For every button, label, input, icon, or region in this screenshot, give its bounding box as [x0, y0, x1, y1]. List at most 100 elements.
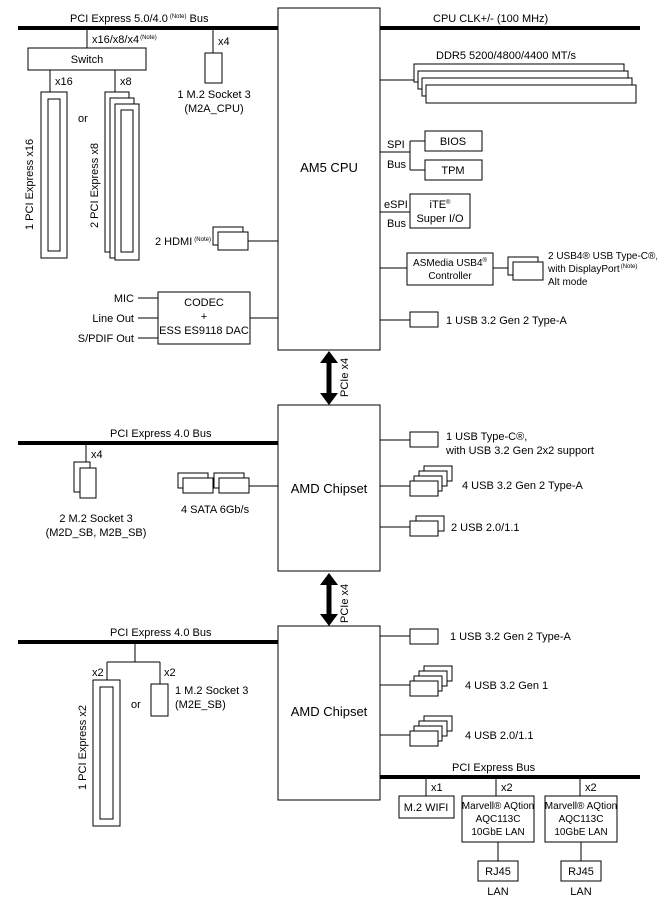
chipset1-label: AMD Chipset — [291, 481, 368, 496]
codec-label-1: CODEC — [184, 297, 224, 309]
switch-box — [27, 47, 147, 71]
m2a-label-2: (M2A_CPU) — [184, 103, 243, 115]
chipset2-right-pcie-bus-label: PCI Express Bus — [452, 762, 536, 774]
chipset2-x2-label-b: x2 — [164, 667, 176, 679]
lan-2-label: LAN — [570, 886, 591, 898]
chipset2-usbgen1-label: 4 USB 3.2 Gen 1 — [465, 680, 548, 692]
hdmi-connector-icon — [212, 226, 249, 251]
lan2-label-2: AQC113C — [559, 814, 604, 825]
chipset2-usbgen2-label: 1 USB 3.2 Gen 2 Type-A — [450, 631, 572, 643]
chipset1-pcie-bus-label: PCI Express 4.0 Bus — [110, 428, 212, 440]
chipset1-m2-label-1: 2 M.2 Socket 3 — [59, 513, 132, 525]
or-label-1: or — [78, 113, 88, 125]
pcie-x16-slot — [40, 91, 68, 259]
chipset1-usbgen2-label: 4 USB 3.2 Gen 2 Type-A — [462, 480, 584, 492]
x8-label: x8 — [120, 76, 132, 88]
chipset2-m2-socket-icon — [150, 683, 169, 717]
chipset1-usb20-label: 2 USB 2.0/1.1 — [451, 522, 520, 534]
chipset2-box — [277, 625, 381, 801]
lan1-label-3: 10GbE LAN — [471, 827, 524, 838]
rj45-2-label: RJ45 — [568, 866, 594, 878]
tpm-label: TPM — [441, 165, 464, 177]
lan2-controller-box — [544, 795, 618, 843]
pcie-link-label-1: PCIe x4 — [339, 358, 351, 397]
chipset2-usbgen1-icon — [409, 665, 453, 697]
m2a-label-1: 1 M.2 Socket 3 — [177, 89, 250, 101]
superio-label-2: Super I/O — [416, 213, 464, 225]
usb4-label-3: Alt mode — [548, 277, 588, 288]
sata-label: 4 SATA 6Gb/s — [181, 504, 250, 516]
chipset1-m2-label-2: (M2D_SB, M2B_SB) — [46, 527, 147, 539]
pcie-x8-slot — [104, 91, 140, 261]
bios-label: BIOS — [440, 136, 466, 148]
m2a-lanes: x4 — [218, 36, 230, 48]
cpu-usb32-label: 1 USB 3.2 Gen 2 Type-A — [446, 315, 568, 327]
switch-label: Switch — [71, 54, 103, 66]
lan1-controller-box — [461, 795, 535, 843]
usb4-label-2: with DisplayPort(Note) — [547, 264, 637, 275]
lan2-label-1: Marvell® AQtion — [545, 801, 617, 812]
rj45-1-label: RJ45 — [485, 866, 511, 878]
chipset2-usb20-icon — [409, 715, 453, 747]
lan2-lanes: x2 — [585, 782, 597, 794]
chipset2-pcie-x2-label: 1 PCI Express x2 — [77, 705, 89, 790]
mic-label: MIC — [114, 293, 134, 305]
line-out-label: Line Out — [92, 313, 134, 325]
chipset2-m2-label-1: 1 M.2 Socket 3 — [175, 685, 248, 697]
usb4-controller-label-1: ASMedia USB4® — [413, 257, 487, 269]
usb4-controller-label-2: Controller — [428, 271, 472, 282]
cpu-label: AM5 CPU — [300, 160, 358, 175]
lan1-label-2: AQC113C — [476, 814, 521, 825]
chipset1-usb20-icon — [409, 515, 445, 537]
chipset1-usbgen2-icon — [409, 465, 453, 497]
chipset1-m2-lanes: x4 — [91, 449, 103, 461]
usb4-controller-box — [406, 252, 494, 286]
chipset1-typec-icon — [409, 431, 439, 448]
cpu-clk-label: CPU CLK+/- (100 MHz) — [433, 13, 548, 25]
lan1-label-1: Marvell® AQtion — [462, 801, 534, 812]
chipset2-label: AMD Chipset — [291, 704, 368, 719]
x16-label: x16 — [55, 76, 73, 88]
espi-label: eSPI — [384, 199, 408, 211]
cpu-usb32-port-icon — [409, 311, 439, 328]
spi-bus-label: Bus — [387, 159, 406, 171]
tpm-box — [424, 159, 483, 181]
lan1-lanes: x2 — [501, 782, 513, 794]
usb4-typec-icon — [507, 256, 544, 281]
codec-label-2: + — [201, 311, 207, 323]
chipset2-m2-label-2: (M2E_SB) — [175, 699, 226, 711]
lan-1-label: LAN — [487, 886, 508, 898]
usb4-label-1: 2 USB4® USB Type-C®, — [548, 251, 657, 262]
chipset2-pcie-x2-slot — [92, 679, 121, 827]
wifi-lanes: x1 — [431, 782, 443, 794]
lanes-label: x16/x8/x4(Note) — [92, 34, 157, 46]
lan2-label-3: 10GbE LAN — [554, 827, 607, 838]
wifi-box — [398, 795, 455, 819]
rj45-1-box — [477, 860, 519, 882]
bios-box — [424, 130, 483, 152]
chipset2-usbgen2-icon — [409, 628, 439, 645]
superio-box — [409, 193, 471, 229]
pcie5-bus-label: PCI Express 5.0/4.0(Note)Bus — [70, 13, 209, 25]
pcie-x8-slot-label: 2 PCI Express x8 — [89, 143, 101, 228]
or-label-2: or — [131, 699, 141, 711]
cpu-box — [277, 7, 381, 351]
hdmi-label: 2 HDMI(Note) — [155, 236, 211, 248]
sata-connector-icon — [177, 472, 250, 494]
ddr5-dimm-stack — [413, 63, 637, 104]
pcie-link-label-2: PCIe x4 — [339, 584, 351, 623]
pcie-x16-slot-label: 1 PCI Express x16 — [24, 139, 36, 230]
pcie-link-arrow-1 — [320, 351, 338, 405]
chipset2-usb20-label: 4 USB 2.0/1.1 — [465, 730, 534, 742]
spdif-label: S/PDIF Out — [78, 333, 134, 345]
m2a-socket-icon — [204, 52, 223, 84]
spi-label: SPI — [387, 139, 405, 151]
wifi-label: M.2 WIFI — [404, 802, 449, 814]
superio-label-1: iTE® — [430, 199, 452, 211]
codec-label-3: ESS ES9118 DAC — [159, 325, 249, 337]
ddr5-label: DDR5 5200/4800/4400 MT/s — [436, 50, 577, 62]
chipset2-x2-label-a: x2 — [92, 667, 104, 679]
chipset1-box — [277, 404, 381, 572]
